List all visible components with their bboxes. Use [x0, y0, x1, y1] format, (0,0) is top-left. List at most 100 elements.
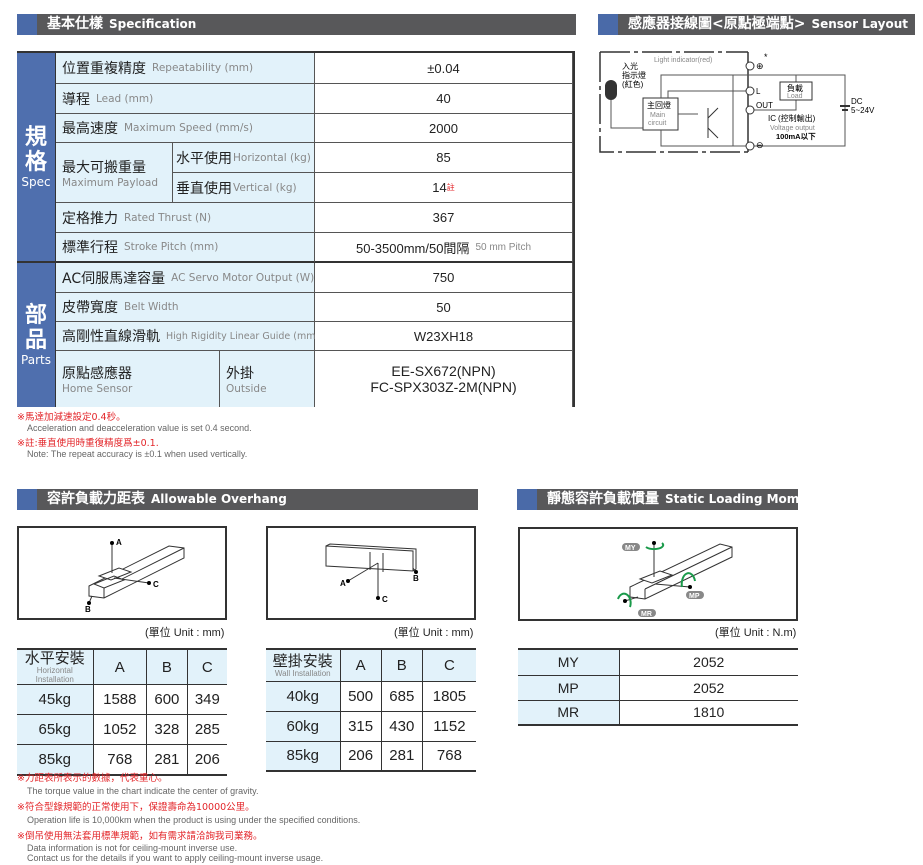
overhang-section-header: 容許負載力距表 Allowable Overhang: [17, 489, 478, 510]
svg-text:circuit: circuit: [648, 120, 666, 127]
unit-label: (單位 Unit : N.m): [715, 627, 797, 639]
note-cn: ※倒吊使用無法套用標準規範，如有需求請洽詢我司業務。: [17, 831, 263, 842]
note-cn: ※馬達加減速設定0.4秒。: [17, 412, 126, 423]
note-en: Contact us for the details if you want t…: [27, 853, 324, 863]
moment-section-header: 靜態容許負載慣量 Static Loading Moment: [517, 489, 822, 510]
group-cn: 規格: [25, 125, 48, 175]
svg-text:Load: Load: [787, 93, 803, 100]
static-moment-diagram: MY MP MR: [518, 527, 798, 621]
svg-text:OUT: OUT: [756, 101, 773, 110]
svg-text:*: *: [764, 52, 768, 62]
svg-text:⊖: ⊖: [756, 140, 764, 150]
svg-text:MY: MY: [625, 545, 636, 552]
light-indicator-label: Light indicator(red): [654, 57, 712, 64]
note-en: Note: The repeat accuracy is ±0.1 when u…: [27, 449, 248, 459]
svg-text:C: C: [153, 580, 159, 589]
svg-text:A: A: [340, 579, 346, 588]
header-cn: 容許負載力距表: [47, 491, 145, 507]
header-cn: 感應器接線圖<原點極端點>: [628, 16, 806, 32]
sensor-section-header: 感應器接線圖<原點極端點> Sensor Layout: [598, 14, 915, 35]
note-cn: ※符合型錄規範的正常使用下，保證壽命為10000公里。: [17, 802, 255, 813]
svg-text:C: C: [382, 595, 388, 604]
row-value: ±0.04: [315, 53, 573, 84]
note-en: The torque value in the chart indicate t…: [27, 786, 259, 796]
spec-section-header: 基本仕樣 Specification: [17, 14, 576, 35]
svg-text:100mA以下: 100mA以下: [776, 132, 816, 141]
row-value: 50: [315, 293, 573, 322]
light-cn-3: (紅色): [622, 79, 644, 89]
group-en: Parts: [21, 353, 51, 367]
svg-text:MR: MR: [641, 611, 652, 618]
note-cn: ※力距表所表示的數據，代表重心。: [17, 773, 168, 784]
header-en: Specification: [109, 17, 197, 31]
svg-text:Main: Main: [650, 112, 665, 119]
light-cn-1: 入光: [622, 61, 638, 71]
row-value: 40: [315, 84, 573, 114]
group-cn: 部品: [25, 303, 48, 353]
header-en: Static Loading Moment: [665, 492, 822, 506]
unit-label: (單位 Unit : mm): [145, 627, 225, 639]
bottom-notes: ※力距表所表示的數據，代表重心。 The torque value in the…: [17, 772, 360, 863]
note-en: Acceleration and deacceleration value is…: [27, 423, 252, 433]
horizontal-overhang-diagram: A C B: [17, 526, 227, 620]
row-value: W23XH18: [315, 322, 573, 351]
home-sensor-value: EE-SX672(NPN)FC-SPX303Z-2M(NPN): [315, 351, 573, 407]
header-cn: 靜態容許負載慣量: [547, 491, 659, 507]
svg-text:MP: MP: [689, 593, 700, 600]
svg-text:5~24V: 5~24V: [851, 106, 875, 115]
svg-text:負載: 負載: [787, 83, 803, 93]
svg-text:⊕: ⊕: [756, 61, 764, 71]
svg-text:IC: IC: [768, 114, 776, 123]
row-value: 367: [315, 203, 573, 233]
note-en: Data information is not for ceiling-moun…: [27, 843, 238, 853]
light-cn-2: 指示燈: [622, 70, 646, 80]
wall-overhang-diagram: A C B: [266, 526, 476, 620]
horizontal-value: 85: [315, 143, 573, 173]
svg-text:Voltage output: Voltage output: [770, 125, 815, 132]
svg-text:A: A: [116, 538, 122, 547]
group-en: Spec: [21, 175, 51, 189]
header-en: Sensor Layout: [811, 17, 908, 31]
unit-label: (單位 Unit : mm): [394, 627, 474, 639]
svg-text:B: B: [413, 574, 419, 583]
note-cn: ※註:垂直使用時重復精度爲±0.1.: [17, 438, 159, 449]
svg-text:主回燈: 主回燈: [647, 100, 671, 110]
svg-text:L: L: [756, 87, 761, 96]
note-en: Operation life is 10,000km when the prod…: [27, 815, 361, 825]
svg-text:B: B: [85, 605, 91, 614]
header-cn: 基本仕樣: [47, 16, 103, 32]
svg-text:DC: DC: [851, 97, 863, 106]
row-value: 2000: [315, 114, 573, 143]
header-en: Allowable Overhang: [151, 492, 287, 506]
sensor-wiring-diagram: Light indicator(red) 入光 指示燈 (紅色) 主回燈 Mai…: [599, 51, 875, 153]
